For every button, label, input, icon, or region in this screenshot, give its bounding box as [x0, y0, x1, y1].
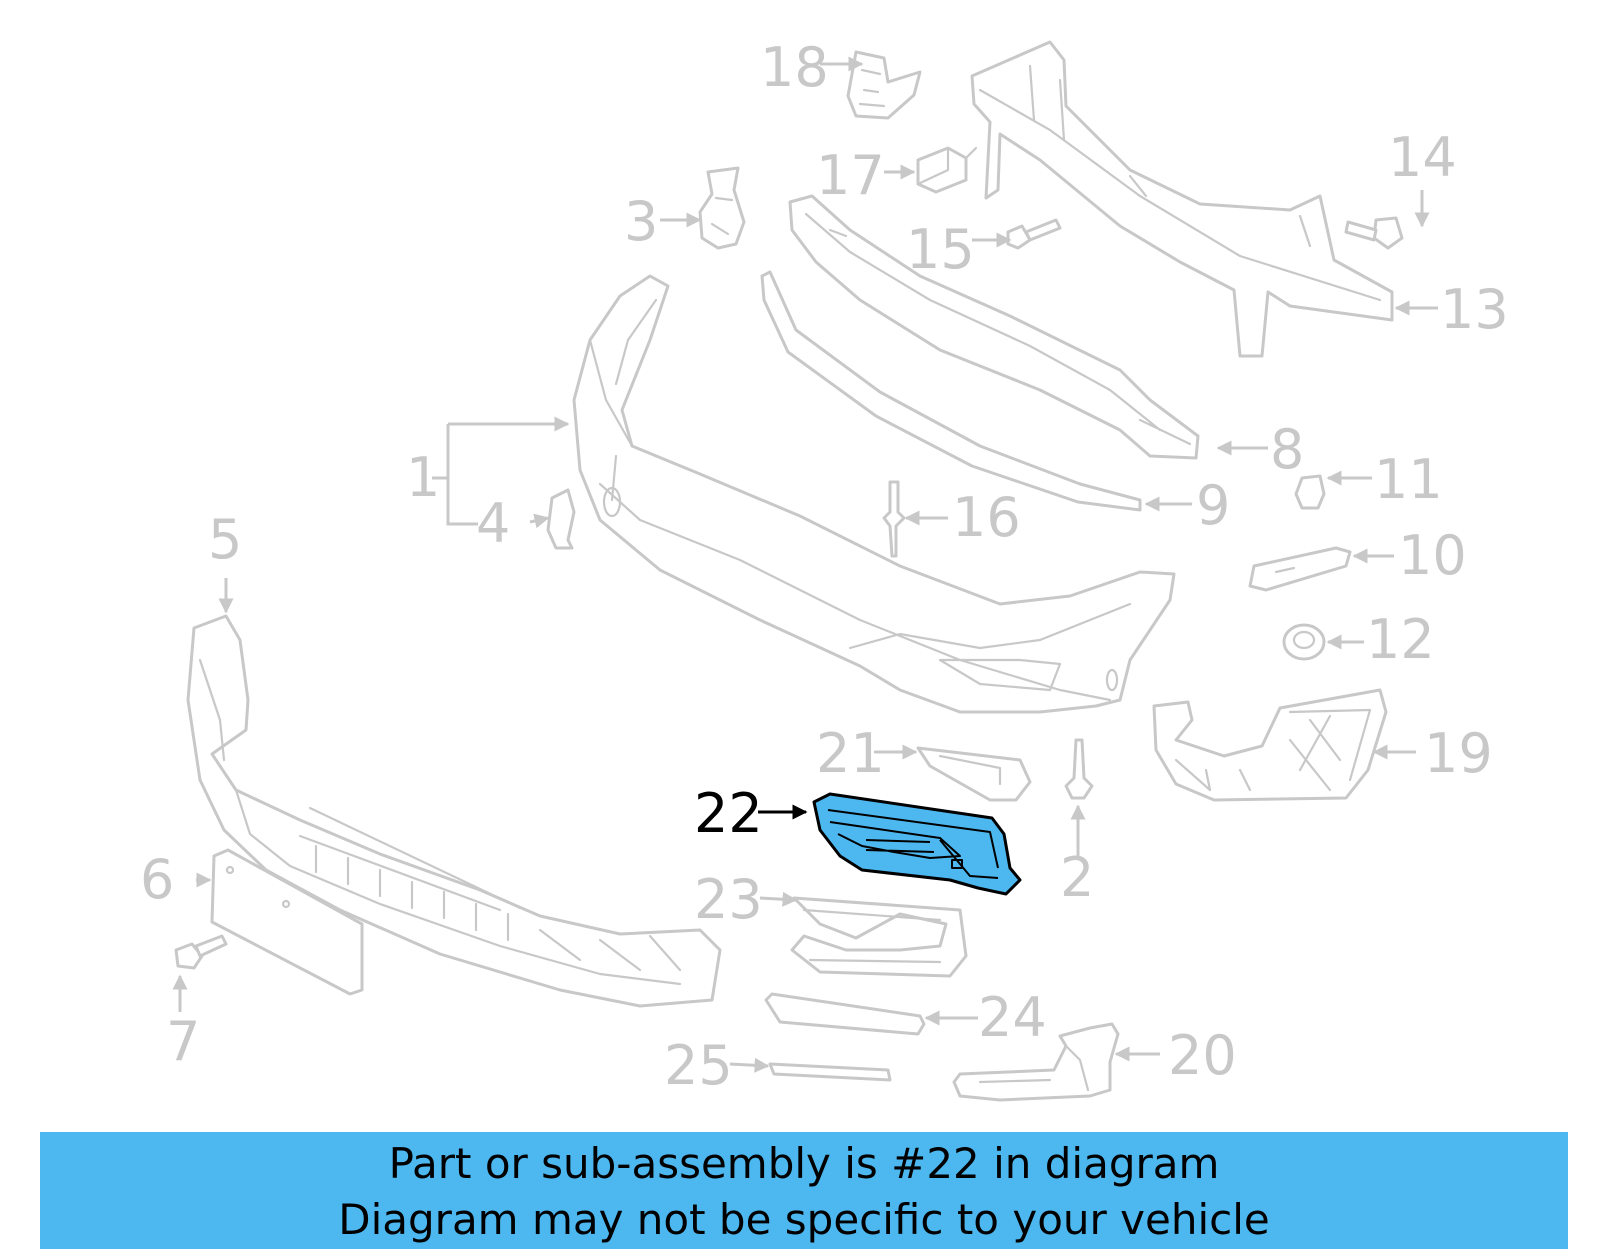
callout-3: 3 [624, 190, 658, 253]
part-24-strip[interactable] [764, 992, 926, 1036]
callout-20: 20 [1168, 1024, 1237, 1087]
callout-12: 12 [1366, 608, 1435, 671]
callout-16: 16 [952, 486, 1021, 549]
part-13-upper-reinforcement[interactable] [970, 40, 1394, 358]
part-21-fog-trim[interactable] [916, 746, 1032, 802]
callout-23: 23 [694, 868, 763, 931]
callout-15: 15 [906, 218, 975, 281]
callout-13: 13 [1440, 278, 1509, 341]
part-12-grommet[interactable] [1282, 623, 1326, 661]
callout-1: 1 [406, 446, 440, 509]
part-7-screw[interactable] [174, 934, 228, 970]
part-8-absorber[interactable] [788, 194, 1200, 460]
info-banner: Part or sub-assembly is #22 in diagram D… [40, 1132, 1568, 1249]
banner-line-part: Part or sub-assembly is #22 in diagram [388, 1139, 1220, 1188]
callout-25: 25 [664, 1034, 733, 1097]
part-14-bolt[interactable] [1344, 216, 1404, 250]
callout-17: 17 [816, 144, 885, 207]
part-3-cap[interactable] [698, 166, 746, 250]
leader-lines [172, 56, 1438, 1073]
callout-10: 10 [1398, 524, 1467, 587]
part-15-bolt[interactable] [1006, 218, 1062, 250]
part-18-bracket[interactable] [846, 50, 922, 120]
callout-11: 11 [1374, 448, 1443, 511]
part-4-bracket[interactable] [546, 488, 576, 550]
callout-5: 5 [208, 508, 242, 571]
part-11-clip[interactable] [1294, 474, 1326, 510]
part-25-strip[interactable] [768, 1062, 892, 1082]
callout-4: 4 [476, 492, 510, 555]
part-9-strip[interactable] [760, 270, 1142, 512]
part-16-fastener[interactable] [882, 480, 906, 558]
part-20-corner-trim[interactable] [952, 1022, 1120, 1102]
part-22-fog-lamp-bezel[interactable] [812, 792, 1022, 896]
callout-7: 7 [166, 1010, 200, 1073]
part-17-sensor[interactable] [916, 146, 978, 194]
callout-19: 19 [1424, 722, 1493, 785]
callout-9: 9 [1196, 474, 1230, 537]
callout-22: 22 [694, 782, 763, 845]
part-6-license-plate-bracket[interactable] [210, 848, 364, 996]
part-1-bumper-cover[interactable] [572, 274, 1176, 714]
callout-14: 14 [1388, 126, 1457, 189]
part-19-bracket[interactable] [1152, 688, 1388, 802]
callout-24: 24 [978, 986, 1047, 1049]
part-2-bolt[interactable] [1064, 738, 1094, 800]
part-23-lower-trim[interactable] [790, 896, 968, 978]
callout-18: 18 [760, 36, 829, 99]
callout-2: 2 [1060, 846, 1094, 909]
callouts: 18 17 3 15 14 13 8 11 9 16 1 4 5 10 12 2… [140, 36, 1509, 1097]
part-10-molding[interactable] [1248, 546, 1352, 592]
callout-8: 8 [1270, 418, 1304, 481]
callout-21: 21 [816, 722, 885, 785]
banner-line-disclaimer: Diagram may not be specific to your vehi… [338, 1195, 1270, 1244]
callout-6: 6 [140, 848, 174, 911]
part-5-lower-valance[interactable] [186, 614, 722, 1008]
